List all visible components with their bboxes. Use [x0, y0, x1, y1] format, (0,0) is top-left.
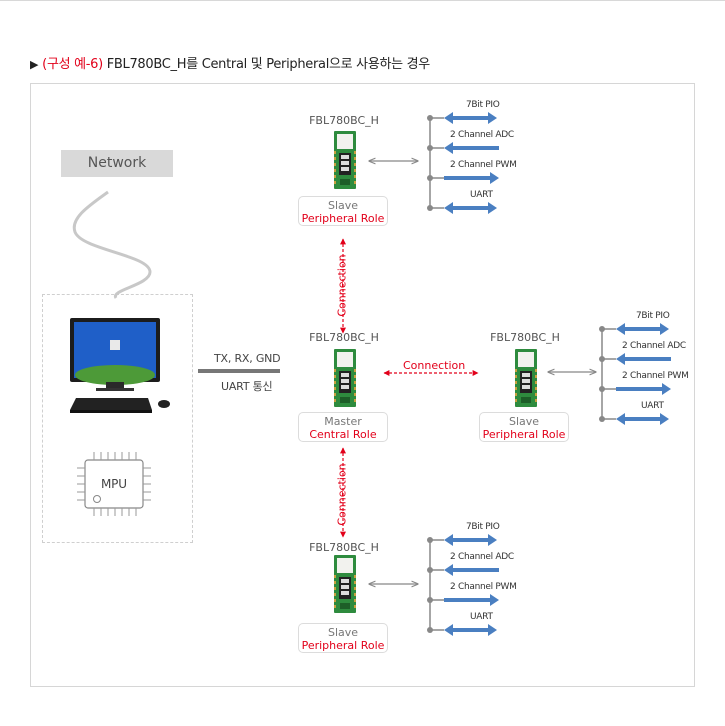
device-top-role-box: Slave Peripheral Role — [298, 196, 388, 226]
right-port-adc: 2 Channel ADC — [622, 341, 686, 351]
top-port-adc: 2 Channel ADC — [450, 130, 514, 140]
bottom-port-adc: 2 Channel ADC — [450, 552, 514, 562]
right-port-pwm: 2 Channel PWM — [622, 371, 689, 381]
uart-signals-label: TX, RX, GND — [214, 352, 281, 365]
device-center-role-type: Central Role — [309, 428, 377, 441]
device-top-role: Slave — [327, 199, 359, 212]
right-port-pio: 7Bit PIO — [636, 311, 670, 321]
mpu-label: MPU — [101, 477, 127, 491]
title-text: FBL780BC_H를 Central 및 Peripheral으로 사용하는 … — [102, 57, 431, 72]
bottom-port-uart: UART — [470, 612, 493, 622]
board-center — [334, 349, 356, 407]
device-center-name: FBL780BC_H — [309, 331, 379, 344]
board-top — [334, 131, 356, 189]
connection-label-bottom: Connection — [335, 463, 349, 526]
mpu-chip-icon — [77, 452, 151, 516]
monitor-icon — [70, 318, 160, 391]
uart-bus-line — [198, 369, 280, 373]
network-cable — [72, 190, 152, 299]
device-bottom-role: Slave — [327, 626, 359, 639]
right-port-uart: UART — [641, 401, 664, 411]
device-center-role: Master — [324, 415, 362, 428]
device-bottom-role-type: Peripheral Role — [301, 639, 385, 652]
device-top-name: FBL780BC_H — [309, 114, 379, 127]
device-right-name: FBL780BC_H — [490, 331, 560, 344]
uart-label: UART 통신 — [221, 380, 273, 393]
bottom-port-pio: 7Bit PIO — [466, 522, 500, 532]
network-label: Network — [61, 150, 173, 177]
mouse-icon — [158, 400, 170, 408]
top-port-pwm: 2 Channel PWM — [450, 160, 517, 170]
connection-label-horizontal: Connection — [403, 359, 466, 372]
board-bottom — [334, 555, 356, 613]
device-bottom-name: FBL780BC_H — [309, 541, 379, 554]
page-title: ▶(구성 예-6) FBL780BC_H를 Central 및 Peripher… — [30, 53, 430, 72]
device-right-role-box: Slave Peripheral Role — [479, 412, 569, 442]
connection-label-top: Connection — [335, 254, 349, 317]
keyboard-icon — [70, 398, 152, 413]
top-port-pio: 7Bit PIO — [466, 100, 500, 110]
device-bottom-role-box: Slave Peripheral Role — [298, 623, 388, 653]
bullet-triangle-icon: ▶ — [30, 58, 39, 71]
board-right — [515, 349, 537, 407]
diagram-frame — [30, 83, 695, 687]
device-right-role: Slave — [508, 415, 540, 428]
device-top-role-type: Peripheral Role — [301, 212, 385, 225]
top-port-uart: UART — [470, 190, 493, 200]
top-divider — [0, 0, 725, 1]
title-prefix: (구성 예-6) — [42, 57, 103, 72]
device-right-role-type: Peripheral Role — [482, 428, 566, 441]
bottom-port-pwm: 2 Channel PWM — [450, 582, 517, 592]
device-center-role-box: Master Central Role — [298, 412, 388, 442]
